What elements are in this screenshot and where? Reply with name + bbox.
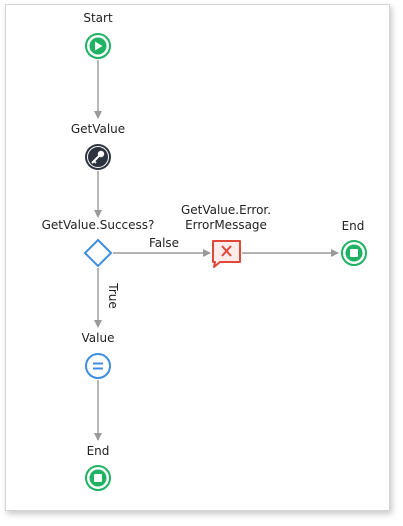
decision-label: GetValue.Success? — [42, 218, 155, 232]
diamond-icon — [83, 238, 113, 268]
start-node[interactable] — [85, 33, 111, 59]
equals-icon — [93, 362, 103, 370]
true-edge-label: True — [106, 282, 120, 309]
error-node[interactable] — [212, 240, 241, 268]
end-bottom-node[interactable] — [85, 465, 111, 491]
key-icon — [91, 150, 105, 164]
error-label-line2: ErrorMessage — [185, 218, 267, 232]
play-icon — [95, 41, 103, 51]
assign-label: Value — [82, 331, 115, 345]
start-label: Start — [83, 11, 113, 25]
end-right-label: End — [342, 219, 365, 233]
getvalue-label: GetValue — [71, 122, 125, 136]
close-icon — [221, 245, 232, 257]
stop-icon — [350, 249, 358, 257]
assign-node[interactable] — [85, 353, 111, 379]
stop-icon — [94, 474, 102, 482]
end-bottom-label: End — [87, 444, 110, 458]
error-label-line1: GetValue.Error. — [181, 203, 271, 217]
decision-node[interactable] — [83, 238, 113, 268]
getvalue-node[interactable] — [85, 144, 111, 170]
end-right-node[interactable] — [341, 240, 367, 266]
false-edge-label: False — [149, 236, 179, 250]
flow-canvas — [5, 4, 390, 511]
